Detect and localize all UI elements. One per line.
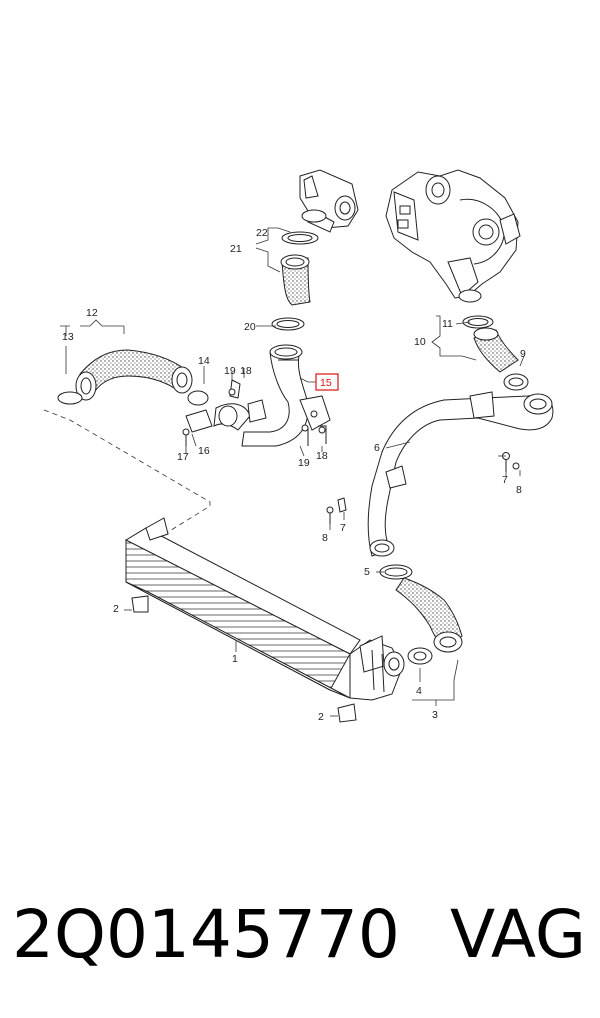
hose-12	[57, 349, 209, 406]
throttle-body	[299, 169, 359, 233]
callout-labels: 1 2 2 3 4 5 6 7 7 8 8 9 10 11 12 13 14 1…	[62, 227, 526, 723]
callout-5: 5	[364, 566, 370, 578]
intercooler	[124, 517, 405, 723]
dashed-connector	[43, 409, 211, 533]
callout-20: 20	[244, 321, 256, 333]
hose-3	[379, 564, 463, 665]
highlight-box-15	[315, 373, 339, 391]
part-number: 2Q0145770	[12, 896, 400, 973]
callout-2-lower: 2	[318, 711, 324, 723]
callout-10: 10	[414, 336, 426, 348]
callout-7-right: 7	[502, 474, 508, 486]
hose-21	[271, 231, 319, 331]
pipe-15	[241, 344, 331, 447]
callout-15: 15	[320, 377, 332, 389]
callout-7-left: 7	[340, 522, 346, 534]
callout-3: 3	[432, 709, 438, 721]
callout-14: 14	[198, 355, 210, 367]
callout-9: 9	[520, 348, 526, 360]
parts-diagram: 1 2 2 3 4 5 6 7 7 8 8 9 10 11 12 13 14 1…	[43, 169, 554, 723]
pipe-6	[326, 391, 554, 557]
callout-11: 11	[442, 318, 453, 330]
callout-8-right: 8	[516, 484, 522, 496]
callout-2-upper: 2	[113, 603, 119, 615]
callout-1: 1	[232, 653, 238, 665]
footer: 2Q0145770 VAG	[0, 880, 600, 990]
callout-4: 4	[416, 685, 422, 697]
callout-19-right: 19	[298, 457, 310, 469]
brand-label: VAG	[449, 896, 586, 973]
callout-12: 12	[86, 307, 98, 319]
callout-16: 16	[198, 445, 210, 457]
leader-lines	[60, 227, 525, 717]
callout-21: 21	[230, 243, 242, 255]
callout-13: 13	[62, 331, 74, 343]
callout-8-left: 8	[322, 532, 328, 544]
callout-18-left: 18	[240, 365, 252, 377]
turbocharger	[385, 169, 521, 303]
callout-19-left: 19	[224, 365, 236, 377]
fittings-left	[182, 379, 327, 446]
callout-22: 22	[256, 227, 268, 239]
callout-17: 17	[177, 451, 189, 463]
callout-18-right: 18	[316, 450, 328, 462]
callout-6: 6	[374, 442, 380, 454]
hose-10	[462, 315, 529, 391]
